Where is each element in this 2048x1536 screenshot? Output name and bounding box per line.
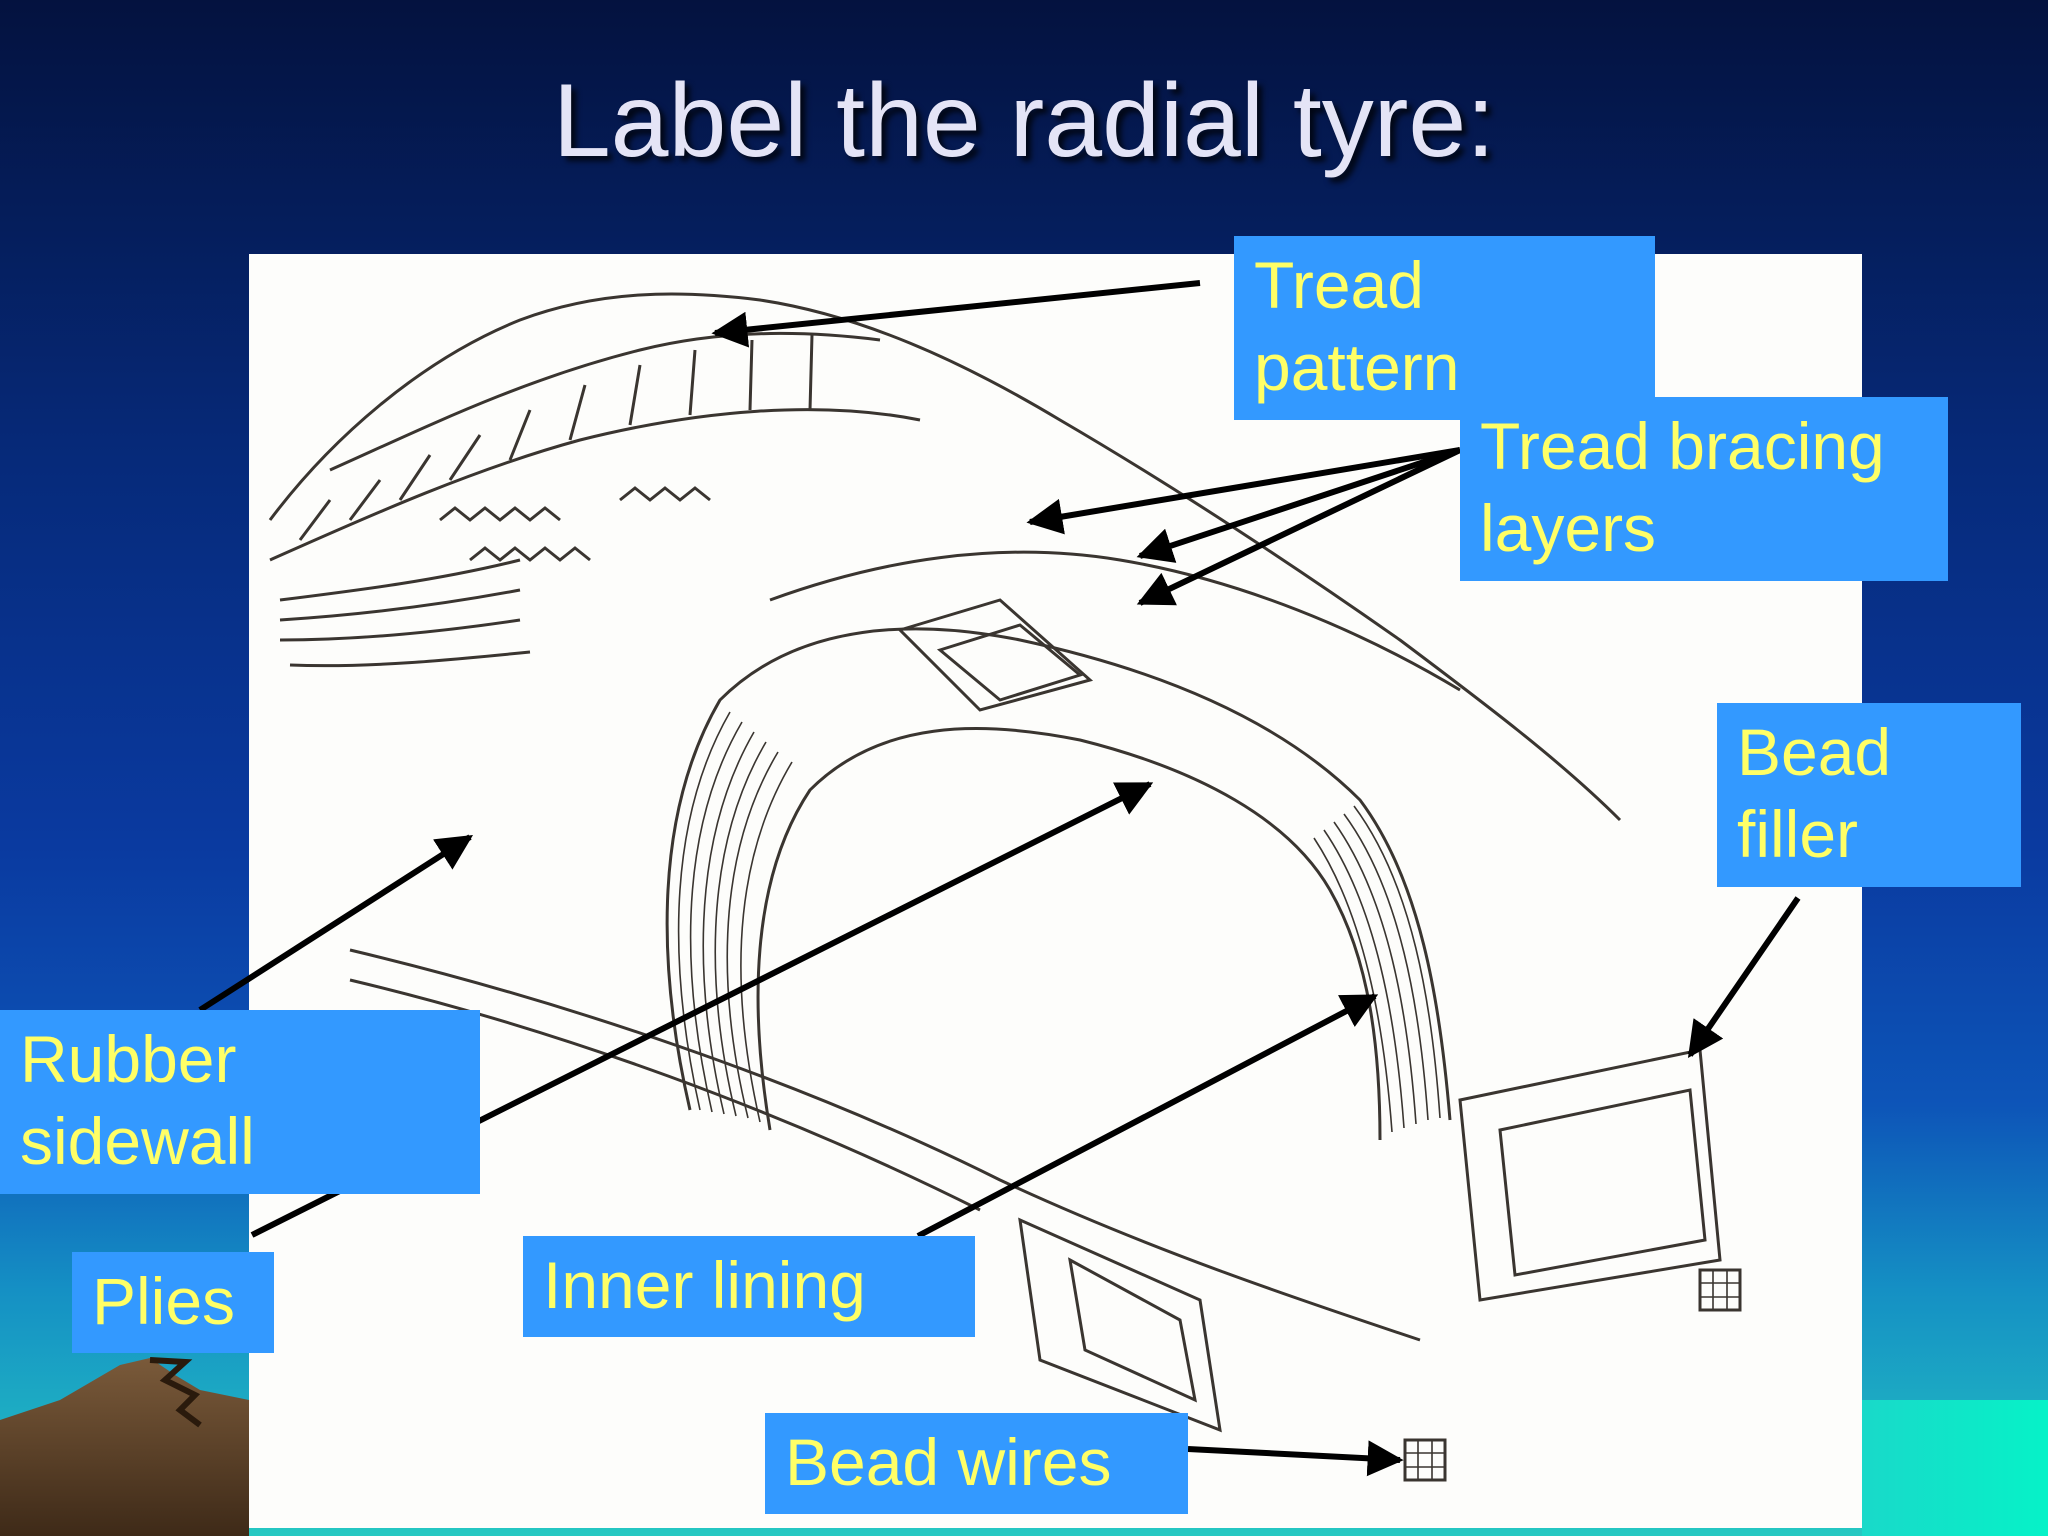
tread-crown-outline [268, 292, 1622, 822]
bracing-layer-outline [769, 550, 1461, 692]
label-inner-lining-text: Inner lining [543, 1248, 866, 1322]
bead-wire-bundle-left [1403, 1438, 1447, 1482]
label-rubber-sidewall-line1: Rubber [20, 1022, 237, 1096]
label-inner-lining: Inner lining [523, 1236, 975, 1337]
label-bead-filler: Bead filler [1717, 703, 2021, 887]
label-tread-bracing-line2: layers [1480, 491, 1657, 565]
bead-band-left-inner [1068, 1257, 1198, 1403]
label-tread-pattern: Tread pattern [1234, 236, 1655, 420]
bracing-layer-plate [897, 598, 1094, 712]
label-tread-pattern-line1: Tread [1254, 248, 1424, 322]
arrow-tread-bracing-3 [1136, 447, 1462, 606]
label-bead-wires-text: Bead wires [785, 1425, 1112, 1499]
arrow-tread-pattern [711, 280, 1201, 348]
bead-wire-bundle-right [1698, 1268, 1742, 1312]
label-plies: Plies [72, 1252, 274, 1353]
label-tread-pattern-line2: pattern [1254, 330, 1460, 404]
ply-arch-inner [756, 727, 1382, 1141]
tread-groove [298, 334, 814, 541]
label-bead-filler-line2: filler [1737, 797, 1859, 871]
tread-block-edge [329, 331, 881, 472]
arrow-bead-filler [1687, 896, 1801, 1058]
ply-arch-outer [665, 627, 1452, 1121]
label-rubber-sidewall: Rubber sidewall [0, 1010, 480, 1194]
label-plies-text: Plies [92, 1264, 236, 1338]
bead-wire-grid-left [1405, 1440, 1445, 1480]
bead-band-right-inner [1498, 1088, 1707, 1277]
arrow-tread-bracing-1 [1026, 447, 1461, 535]
arrow-rubber-sidewall [198, 834, 474, 1013]
tread-zigzag [439, 486, 711, 562]
label-bead-wires: Bead wires [765, 1413, 1188, 1514]
arrow-inner-lining [916, 993, 1379, 1239]
mountain-ridge [149, 1357, 202, 1428]
sea-strip [1862, 1400, 2048, 1536]
ply-strands [677, 711, 793, 1123]
arrow-tread-bracing-2 [1136, 447, 1461, 563]
label-tread-bracing-layers: Tread bracing layers [1460, 397, 1948, 581]
label-tread-bracing-line1: Tread bracing [1480, 409, 1885, 483]
sidewall-lower-inner [349, 978, 981, 1212]
ply-strands-right [1313, 805, 1441, 1133]
tread-shoulder-line [269, 408, 921, 562]
bead-wire-grid-right [1700, 1270, 1740, 1310]
bead-band-right [1458, 1048, 1722, 1302]
slide-title: Label the radial tyre: [552, 63, 1496, 179]
bracing-layer-plate-inner [936, 623, 1084, 702]
label-rubber-sidewall-line2: sidewall [20, 1104, 255, 1178]
label-bead-filler-line1: Bead [1737, 715, 1892, 789]
bead-band-left [1018, 1217, 1222, 1433]
tread-hatching [279, 558, 531, 668]
arrow-bead-wires [1187, 1440, 1404, 1477]
sidewall-lower-outline [349, 948, 1421, 1342]
